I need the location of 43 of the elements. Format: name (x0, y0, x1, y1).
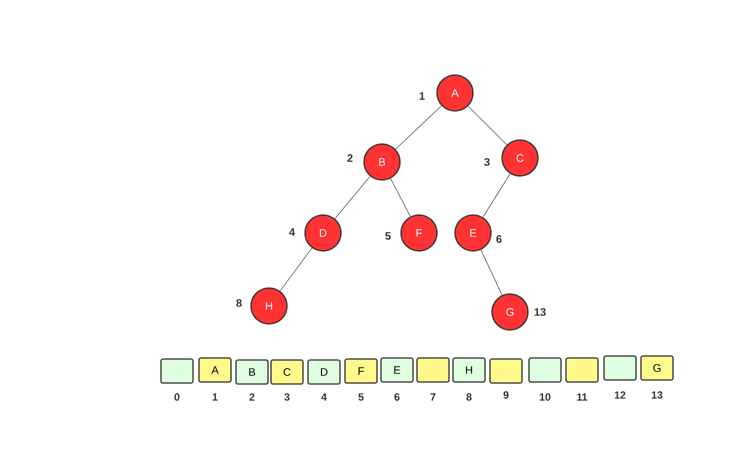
array-index: 12 (614, 391, 626, 399)
array-cell: H (452, 357, 486, 383)
array-cell: G (640, 355, 674, 381)
node-number: 2 (347, 154, 353, 162)
array-index: 11 (577, 393, 588, 401)
array-cell: E (380, 357, 414, 383)
array-index: 8 (466, 393, 472, 401)
node-number: 4 (289, 228, 295, 236)
array-cell (489, 358, 523, 384)
array-index: 3 (284, 393, 290, 401)
array-cell: B (235, 359, 269, 385)
node-number: 6 (496, 235, 502, 243)
array-cell: F (344, 358, 378, 384)
tree-edge (334, 176, 370, 219)
node-number: 3 (484, 158, 490, 166)
node-number: 5 (385, 232, 391, 240)
array-cell: D (307, 359, 341, 385)
array-index: 6 (394, 393, 400, 401)
array-index: 9 (503, 391, 509, 399)
node-number: 13 (534, 308, 546, 316)
array-index: 0 (174, 393, 180, 401)
array-cell (565, 357, 599, 383)
array-index: 2 (249, 393, 254, 401)
array-index: 10 (540, 393, 550, 401)
array-index: 5 (358, 393, 364, 401)
array-cell (528, 357, 562, 383)
tree-edge (390, 178, 411, 217)
array-index: 7 (430, 393, 436, 401)
array-cell (416, 357, 450, 383)
tree-edge (480, 250, 502, 296)
array-cell (160, 358, 194, 384)
array-cell: C (270, 359, 304, 385)
array-index: 4 (321, 393, 327, 401)
array-cell: A (198, 357, 232, 383)
tree-edge (468, 106, 508, 146)
tree-edge (395, 106, 442, 150)
array-index: 1 (212, 393, 218, 401)
tree-edge (280, 248, 312, 292)
node-number: 1 (420, 92, 425, 100)
array-cell (603, 355, 637, 381)
node-number: 8 (236, 299, 242, 307)
array-index: 13 (652, 391, 662, 399)
tree-edge (482, 174, 510, 218)
